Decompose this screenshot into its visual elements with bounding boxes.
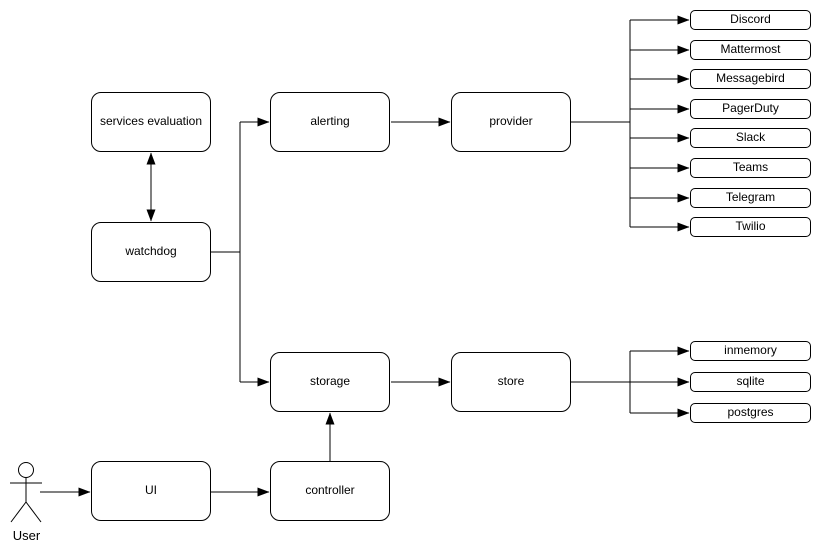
node-watchdog: watchdog [91, 222, 211, 282]
node-label: Discord [730, 12, 771, 27]
node-provider-discord: Discord [690, 10, 811, 30]
user-actor-icon [10, 462, 42, 523]
node-label: inmemory [724, 343, 777, 358]
node-provider-twilio: Twilio [690, 217, 811, 237]
node-store: store [451, 352, 571, 412]
node-provider-slack: Slack [690, 128, 811, 148]
node-controller: controller [270, 461, 390, 521]
node-label: UI [145, 483, 157, 498]
node-store-postgres: postgres [690, 403, 811, 423]
node-provider-mattermost: Mattermost [690, 40, 811, 60]
node-label: Messagebird [716, 71, 785, 86]
user-actor-label: User [12, 528, 41, 543]
node-label: watchdog [125, 244, 177, 259]
node-ui: UI [91, 461, 211, 521]
node-label: alerting [310, 114, 350, 129]
node-label: Teams [732, 160, 769, 175]
node-provider-messagebird: Messagebird [690, 69, 811, 89]
node-label: store [497, 374, 525, 389]
node-label: sqlite [736, 374, 765, 389]
node-provider-teams: Teams [690, 158, 811, 178]
node-label: Twilio [735, 219, 766, 234]
node-label: Slack [735, 130, 766, 145]
node-label: Telegram [725, 190, 776, 205]
node-services-evaluation: services evaluation [91, 92, 211, 152]
node-provider: provider [451, 92, 571, 152]
node-label: Mattermost [720, 42, 781, 57]
node-label: PagerDuty [722, 101, 779, 116]
node-store-sqlite: sqlite [690, 372, 811, 392]
node-provider-telegram: Telegram [690, 188, 811, 208]
node-label: postgres [727, 405, 774, 420]
node-alerting: alerting [270, 92, 390, 152]
node-provider-pagerduty: PagerDuty [690, 99, 811, 119]
node-label: services evaluation [99, 114, 203, 129]
node-label: provider [489, 114, 533, 129]
node-store-inmemory: inmemory [690, 341, 811, 361]
node-label: controller [305, 483, 355, 498]
node-storage: storage [270, 352, 390, 412]
node-label: storage [309, 374, 351, 389]
